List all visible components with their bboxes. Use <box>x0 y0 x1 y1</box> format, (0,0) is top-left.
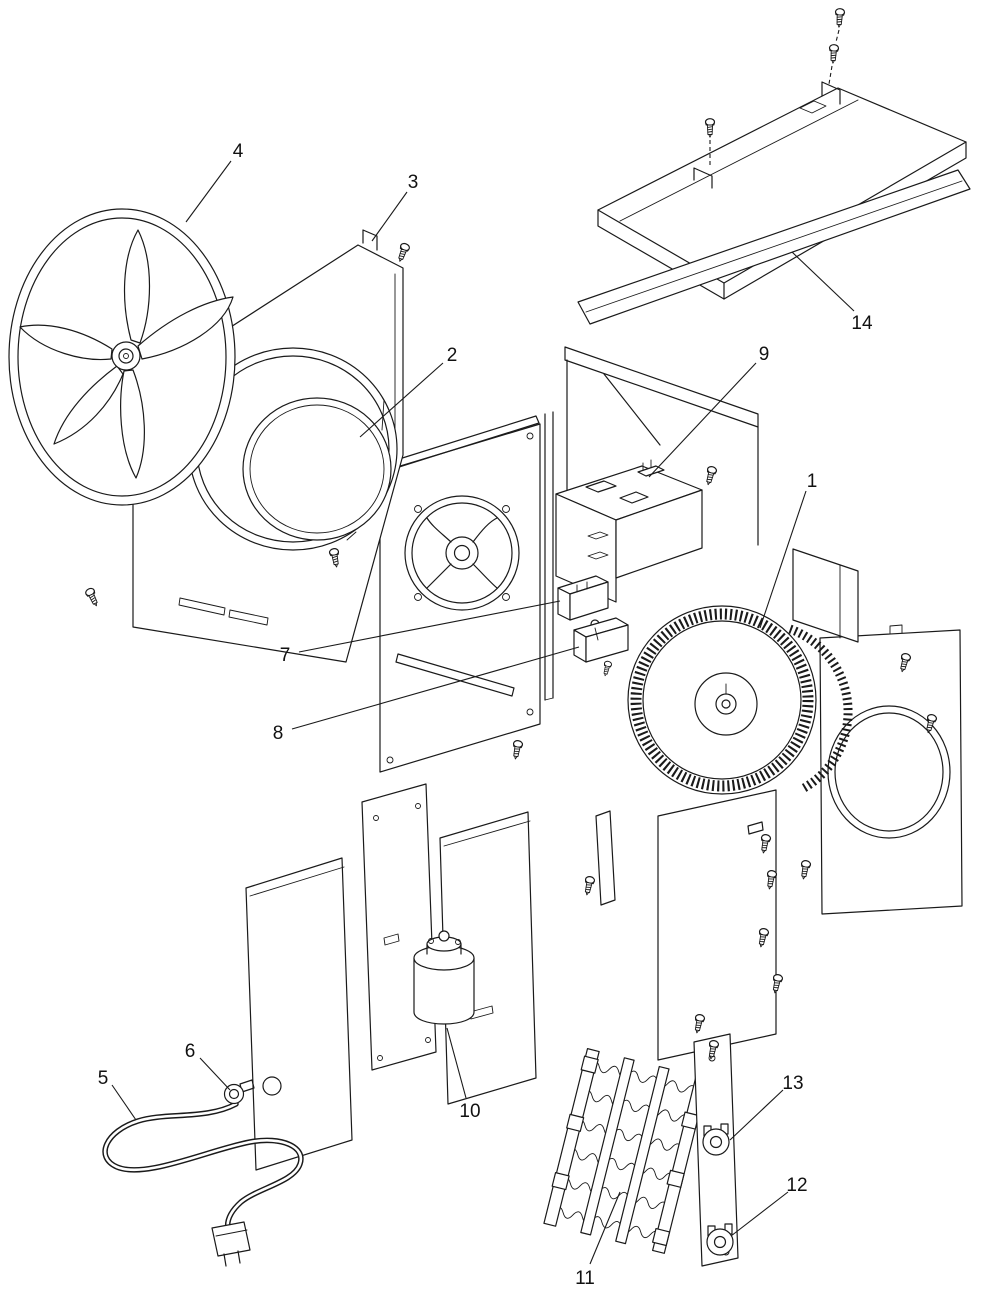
callout-7-leader <box>298 600 561 653</box>
callout-5-leader <box>111 1084 137 1121</box>
callout-14-label: 14 <box>851 313 873 334</box>
screw <box>703 465 718 487</box>
screw <box>394 241 411 264</box>
strain-relief <box>223 1079 255 1105</box>
power-cord <box>102 1101 304 1233</box>
chassis-rail <box>564 346 759 546</box>
callout-6-label: 6 <box>185 1041 196 1062</box>
power-plug <box>211 1221 251 1267</box>
partition-edge <box>544 411 554 701</box>
screw <box>833 7 846 29</box>
callout-6-leader <box>199 1057 231 1091</box>
screw <box>704 118 716 138</box>
callout-14-leader <box>791 251 855 312</box>
screw <box>83 586 102 609</box>
switch-upper <box>557 575 609 621</box>
blower-scroll <box>792 548 859 643</box>
callout-11-leader <box>589 1191 621 1265</box>
callout-4-leader <box>185 160 232 223</box>
condenser-fan-blade <box>8 208 236 506</box>
callouts-layer: 4 3 2 14 9 1 7 8 10 6 5 13 12 11 <box>98 141 873 1289</box>
partition-panel-a <box>361 783 437 1071</box>
screw <box>510 739 524 761</box>
callout-13-label: 13 <box>782 1073 803 1094</box>
callout-5-label: 5 <box>98 1068 109 1089</box>
thermostat-lower <box>706 1223 734 1256</box>
support-panel <box>657 789 777 1061</box>
thermostat-upper <box>702 1123 730 1156</box>
callout-2-label: 2 <box>447 345 458 366</box>
side-panel-right <box>819 624 963 915</box>
callout-12-leader <box>730 1191 789 1237</box>
callout-8-label: 8 <box>273 723 284 744</box>
callout-1-label: 1 <box>807 471 818 492</box>
callout-7-label: 7 <box>280 645 291 666</box>
screw <box>601 660 613 678</box>
callout-10-leader <box>446 1027 467 1099</box>
screw <box>798 859 812 881</box>
callout-2-leader <box>359 362 444 438</box>
top-cover-panel <box>597 81 967 300</box>
callout-11-label: 11 <box>575 1268 595 1289</box>
blower-wheel <box>627 605 853 795</box>
callout-13-leader <box>729 1089 784 1141</box>
heater-assembly <box>543 1048 709 1254</box>
control-box <box>555 465 703 603</box>
callout-4-label: 4 <box>233 141 244 162</box>
assembly-line <box>835 29 840 43</box>
callout-9-leader <box>648 362 757 478</box>
callout-10-label: 10 <box>459 1101 480 1122</box>
callout-3-label: 3 <box>408 172 419 193</box>
callout-3-leader <box>371 191 408 242</box>
fan-orifice-ring <box>188 347 398 551</box>
screw <box>827 43 840 65</box>
cover-screws <box>704 7 846 168</box>
support-bracket <box>595 810 616 906</box>
fan-guard-spider <box>404 495 520 611</box>
callout-1-leader <box>759 490 807 629</box>
callout-8-leader <box>291 646 580 730</box>
assembly-line <box>828 65 833 85</box>
callout-12-label: 12 <box>786 1175 807 1196</box>
cover-base-panel <box>577 169 971 325</box>
side-panel-left <box>245 857 353 1171</box>
switch-lower <box>573 617 629 678</box>
pump-assembly <box>413 930 475 1025</box>
callout-9-label: 9 <box>759 344 770 365</box>
screw <box>581 875 596 897</box>
